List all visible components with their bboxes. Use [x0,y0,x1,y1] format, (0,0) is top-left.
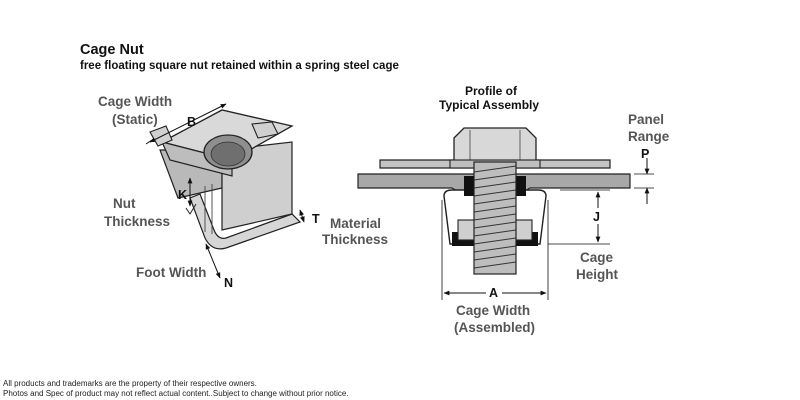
footer-spec-notice: Photos and Spec of product may not refle… [3,389,349,398]
letter-b: B [187,115,196,129]
dimension-t-arrow [299,209,305,223]
dimension-b-arrow [149,103,227,143]
footer-trademark-notice: All products and trademarks are the prop… [3,379,257,388]
letter-n: N [224,276,233,290]
label-nut-thickness-2: Thickness [104,214,170,229]
letter-t: T [312,212,320,226]
label-panel-range-1: Panel [628,112,664,127]
label-material-thickness-1: Material [330,216,381,231]
letter-j: J [593,210,600,224]
label-cage-width-static-1: Cage Width [98,94,172,109]
label-nut-thickness-1: Nut [113,196,136,211]
label-cage-height-2: Height [576,267,619,282]
diagram-subtitle: free floating square nut retained within… [80,60,399,72]
label-material-thickness-2: Thickness [322,232,388,247]
letter-a: A [489,286,498,300]
cage-nut-3d-view [149,109,302,250]
letter-p: P [641,147,649,161]
label-cage-width-assembled-1: Cage Width [456,303,530,318]
bolt-head [453,127,537,163]
dimension-n-arrow [205,243,221,279]
profile-title-2: Typical Assembly [439,98,539,112]
label-cage-width-static-2: (Static) [112,112,158,127]
diagram-title: Cage Nut [80,42,144,58]
label-cage-width-assembled-2: (Assembled) [454,320,535,335]
cage-tab-right [251,121,279,139]
profile-title-1: Profile of [465,84,518,98]
label-cage-height-1: Cage [580,250,614,265]
label-panel-range-2: Range [628,129,670,144]
assembly-profile [357,127,631,275]
letter-k: K [178,188,187,202]
bolt-threads [473,165,517,269]
label-foot-width: Foot Width [136,265,206,280]
